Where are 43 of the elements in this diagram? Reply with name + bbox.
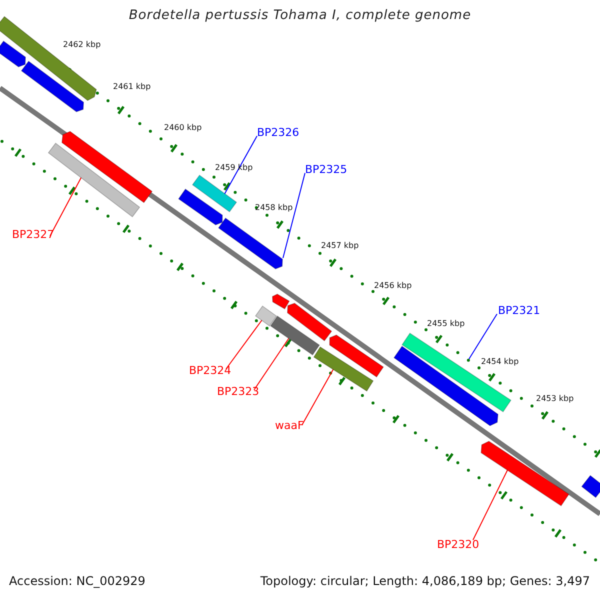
gene-feature bbox=[581, 474, 600, 498]
gene-feature bbox=[272, 294, 290, 310]
gene-label: BP2323 bbox=[217, 386, 260, 399]
scale-label: 2462 kbp bbox=[63, 40, 101, 50]
gene-feature bbox=[61, 130, 153, 204]
scale-label: 2454 kbp bbox=[481, 357, 519, 366]
gene-feature bbox=[178, 188, 223, 226]
gene-label: BP2320 bbox=[437, 539, 480, 552]
gene-feature bbox=[329, 334, 384, 378]
gene-label: waaF bbox=[275, 420, 304, 433]
gene-label: BP2324 bbox=[189, 365, 232, 378]
gene-feature bbox=[286, 302, 332, 342]
gene-feature bbox=[254, 306, 278, 326]
scale-label: 2459 kbp bbox=[215, 163, 253, 172]
gene-feature bbox=[218, 218, 283, 270]
gene-feature bbox=[313, 346, 374, 392]
gene-feature bbox=[48, 142, 140, 218]
gene-feature bbox=[20, 60, 84, 112]
leader-line bbox=[468, 314, 498, 360]
scale-label: 2458 kbp bbox=[255, 203, 293, 212]
scale-label: 2460 kbp bbox=[164, 123, 202, 132]
scale-label: 2455 kbp bbox=[427, 319, 465, 328]
leader-line bbox=[254, 338, 290, 390]
leader-line bbox=[226, 320, 262, 370]
gene-label: BP2321 bbox=[498, 305, 540, 318]
leader-line bbox=[472, 468, 508, 540]
gene-label: BP2326 bbox=[257, 127, 300, 140]
accession-text: Accession: NC_002929 bbox=[9, 575, 146, 589]
title: Bordetella pertussis Tohama I, complete genome bbox=[128, 9, 472, 24]
gene-feature bbox=[480, 440, 570, 506]
gene-label: BP2327 bbox=[12, 229, 54, 242]
scale-label: 2456 kbp bbox=[374, 281, 412, 290]
gene-feature bbox=[0, 40, 26, 68]
leader-line bbox=[302, 368, 334, 426]
scale-label: 2461 kbp bbox=[113, 82, 151, 92]
gene-feature bbox=[270, 316, 320, 356]
genome-info-text: Topology: circular; Length: 4,086,189 bp; Genes: 3,497 bbox=[260, 575, 590, 589]
gene-feature bbox=[192, 174, 238, 212]
gene-label: BP2325 bbox=[305, 164, 348, 177]
scale-label: 2453 kbp bbox=[536, 394, 574, 404]
leader-line bbox=[224, 136, 258, 196]
scale-label: 2457 kbp bbox=[321, 241, 359, 250]
leader-line bbox=[282, 172, 306, 258]
